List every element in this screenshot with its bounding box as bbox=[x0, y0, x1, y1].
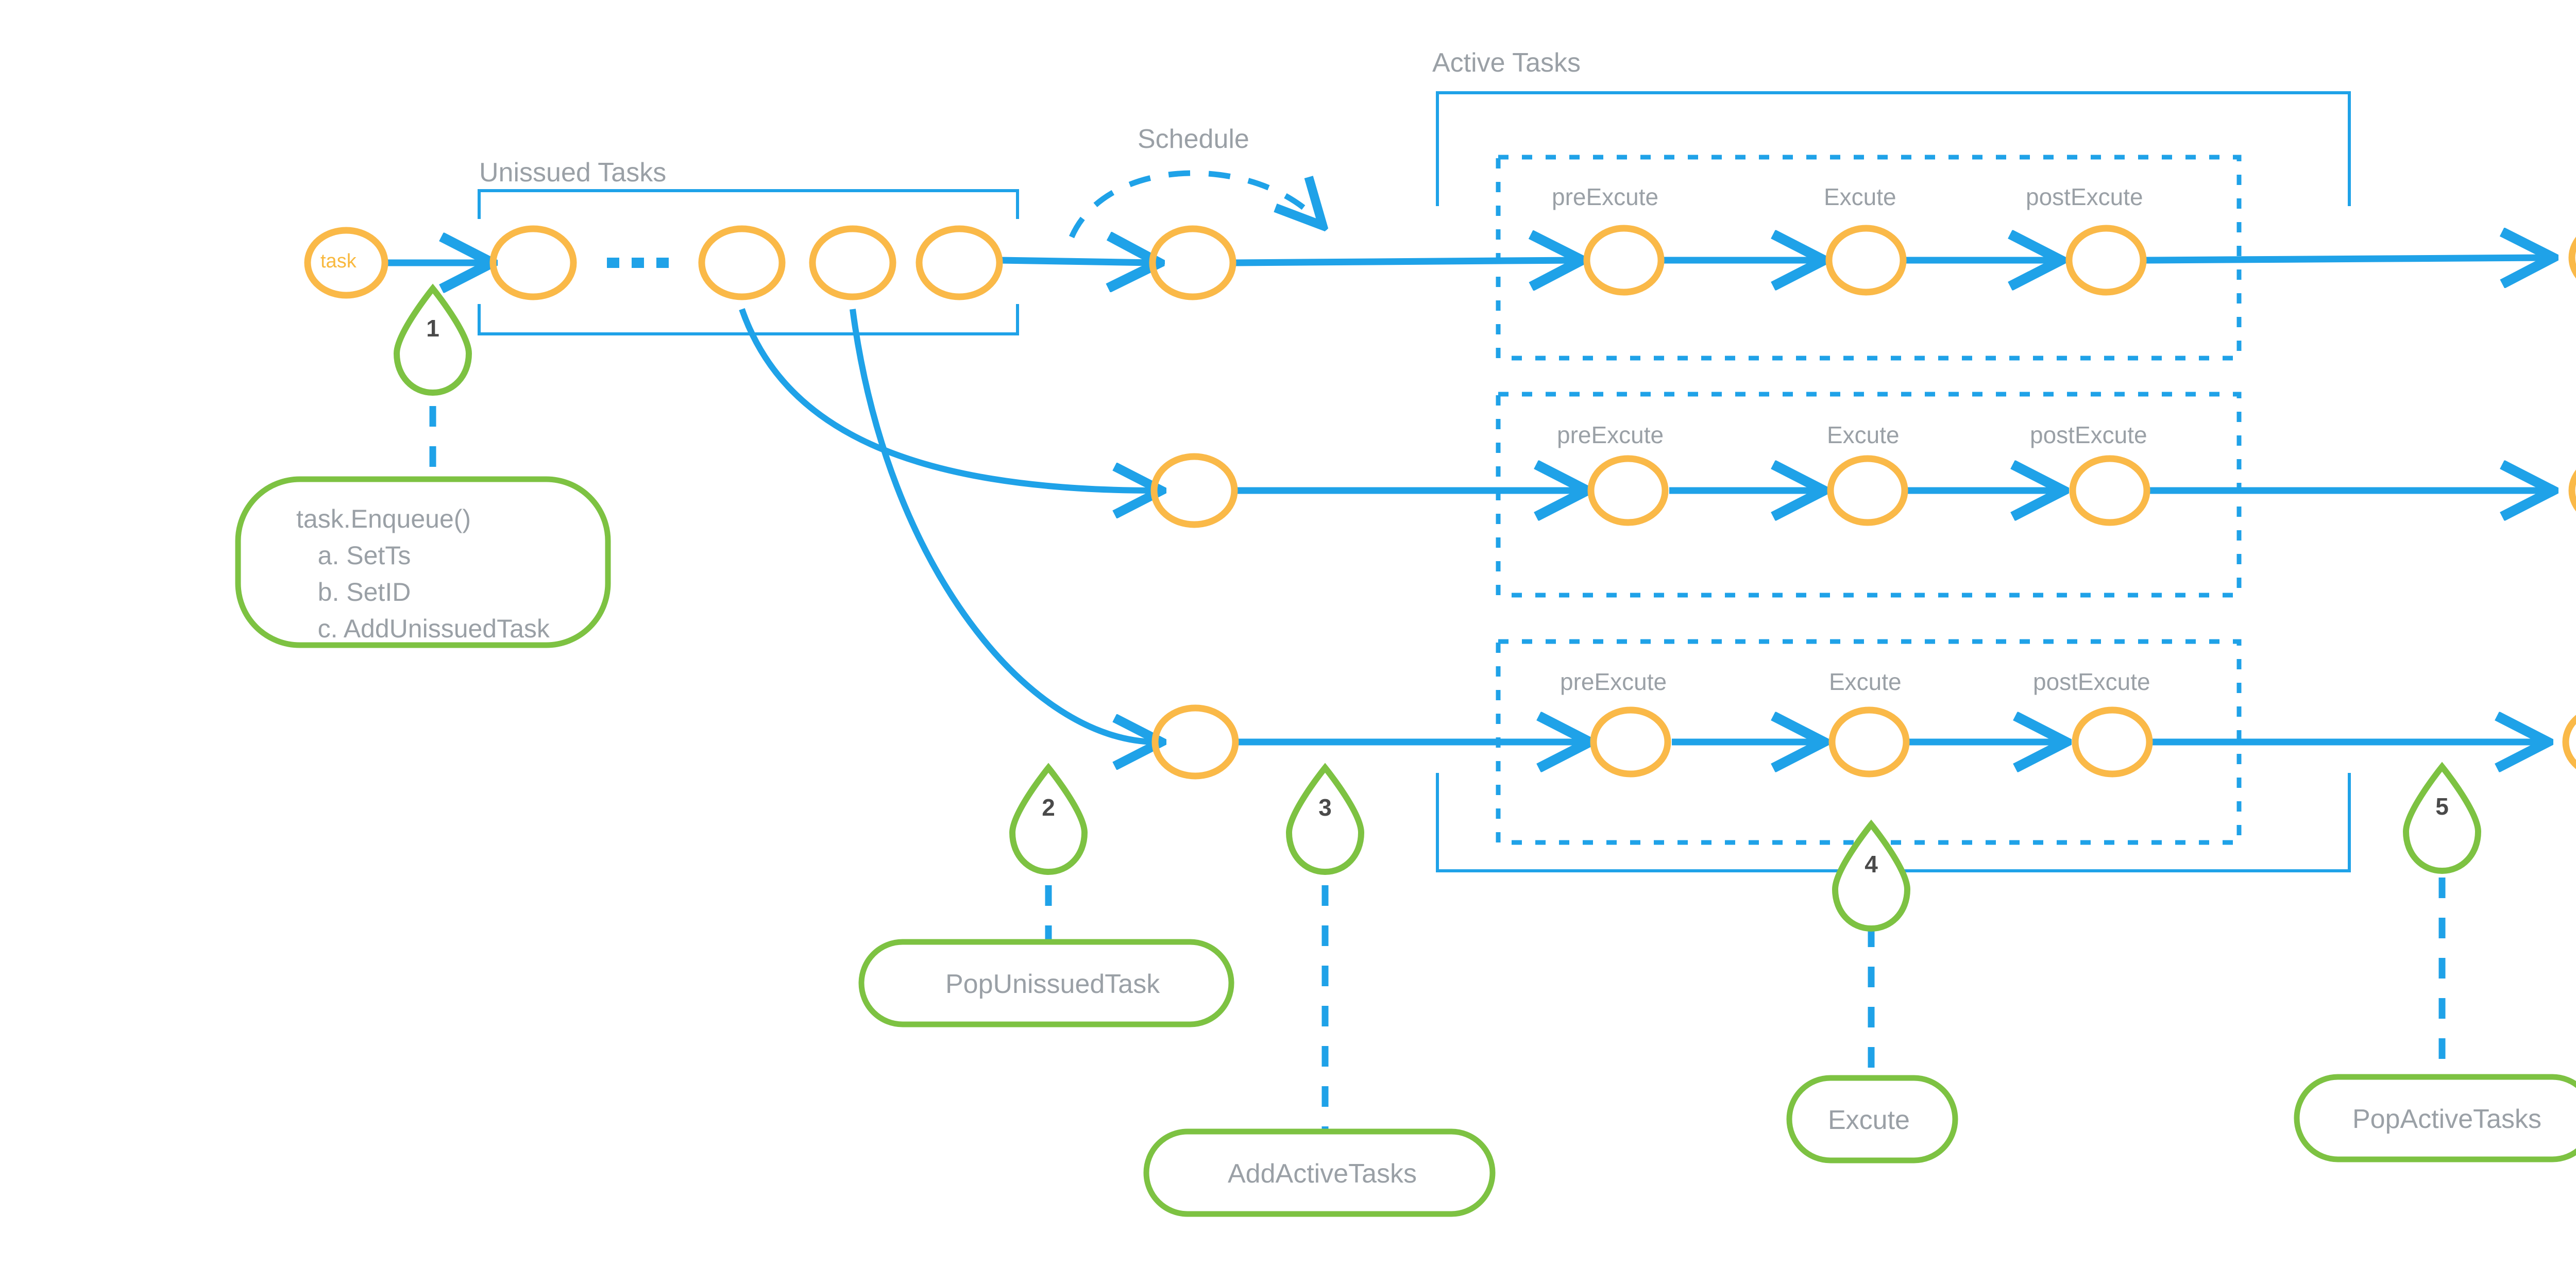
marker-1-shape bbox=[393, 283, 472, 396]
schedule-label: Schedule bbox=[1138, 124, 1249, 154]
marker-2-shape bbox=[1009, 763, 1088, 875]
edge-queue-to-row3 bbox=[850, 309, 1157, 742]
callout-pop-unissued-label: PopUnissuedTask bbox=[945, 969, 1160, 999]
stage-label-exec-row1: Excute bbox=[1824, 183, 1896, 210]
node-post-2 bbox=[2069, 455, 2150, 526]
row2-flow bbox=[739, 308, 2548, 491]
marker-2-number: 2 bbox=[1042, 794, 1055, 821]
node-pre-1 bbox=[1583, 225, 1665, 296]
unissued-tasks-label: Unissued Tasks bbox=[479, 158, 667, 188]
stage-label-post-row3: postExcute bbox=[2033, 668, 2150, 695]
node-pre-3 bbox=[1590, 706, 1671, 778]
marker-connectors bbox=[429, 366, 2446, 1136]
node-unissued-4 bbox=[916, 225, 1003, 300]
node-row2-head bbox=[1150, 453, 1238, 528]
task-node-label: task bbox=[320, 250, 357, 272]
node-post-3 bbox=[2072, 706, 2153, 778]
node-unissued-1 bbox=[489, 225, 577, 300]
edge-queue-to-schedule bbox=[999, 260, 1154, 263]
row3-flow bbox=[850, 309, 2543, 742]
callout-boxes bbox=[235, 476, 2576, 1217]
node-pre-2 bbox=[1587, 455, 1669, 526]
stage-label-pre-row2: preExcute bbox=[1557, 421, 1664, 448]
markers-layer bbox=[393, 283, 2482, 932]
node-unissued-3 bbox=[809, 225, 896, 300]
marker-5-shape bbox=[2402, 762, 2482, 874]
node-unissued-2 bbox=[698, 225, 786, 300]
pipeline-box-row1 bbox=[1496, 155, 2242, 361]
callout-box-execute bbox=[1786, 1075, 1958, 1163]
nodes-layer bbox=[304, 225, 2576, 780]
row1-flow bbox=[387, 258, 2548, 263]
node-end-2 bbox=[2568, 469, 2576, 512]
node-exec-2 bbox=[1827, 455, 1908, 526]
edge-queue-to-row2 bbox=[739, 308, 1157, 491]
pipeline-dotted-boxes bbox=[1496, 155, 2242, 845]
node-end-1 bbox=[2568, 237, 2576, 279]
marker-3-number: 3 bbox=[1318, 794, 1332, 821]
node-post-1 bbox=[2065, 225, 2147, 296]
marker-3-shape bbox=[1285, 763, 1365, 875]
callout-enqueue-text: task.Enqueue() a. SetTs b. SetID c. AddU… bbox=[296, 504, 550, 643]
edge-post-end-1 bbox=[2145, 258, 2548, 260]
marker-4-shape bbox=[1832, 819, 1911, 932]
marker-1-number: 1 bbox=[426, 315, 439, 342]
edge-schedule-to-pre-1 bbox=[1233, 260, 1577, 263]
marker-4-number: 4 bbox=[1865, 851, 1878, 878]
stage-label-exec-row3: Excute bbox=[1829, 668, 1902, 695]
node-exec-3 bbox=[1828, 706, 1910, 778]
node-row1-head bbox=[1149, 225, 1236, 300]
callout-box-add-active bbox=[1143, 1128, 1496, 1217]
pipeline-box-row2 bbox=[1496, 392, 2242, 598]
node-task bbox=[304, 227, 388, 299]
active-tasks-label: Active Tasks bbox=[1432, 48, 1581, 78]
callout-execute-label: Excute bbox=[1828, 1105, 1910, 1135]
queue-ellipsis-icon bbox=[607, 258, 669, 268]
callout-box-pop-unissued bbox=[858, 939, 1234, 1027]
stage-label-post-row2: postExcute bbox=[2030, 421, 2147, 448]
marker-5-number: 5 bbox=[2435, 793, 2449, 820]
callout-box-enqueue bbox=[235, 476, 611, 648]
stage-label-pre-row3: preExcute bbox=[1560, 668, 1667, 695]
stage-label-post-row1: postExcute bbox=[2026, 183, 2143, 210]
callout-pop-active-label: PopActiveTasks bbox=[2352, 1104, 2542, 1134]
callout-box-pop-active bbox=[2294, 1074, 2576, 1162]
unissued-tasks-bracket bbox=[478, 189, 1019, 335]
node-exec-1 bbox=[1825, 225, 1907, 296]
stage-label-exec-row2: Excute bbox=[1827, 421, 1900, 448]
callout-add-active-label: AddActiveTasks bbox=[1228, 1159, 1417, 1189]
node-end-3 bbox=[2562, 715, 2576, 769]
stage-label-pre-row1: preExcute bbox=[1552, 183, 1659, 210]
node-row3-head bbox=[1151, 704, 1239, 780]
schedule-arc bbox=[1069, 170, 1319, 239]
